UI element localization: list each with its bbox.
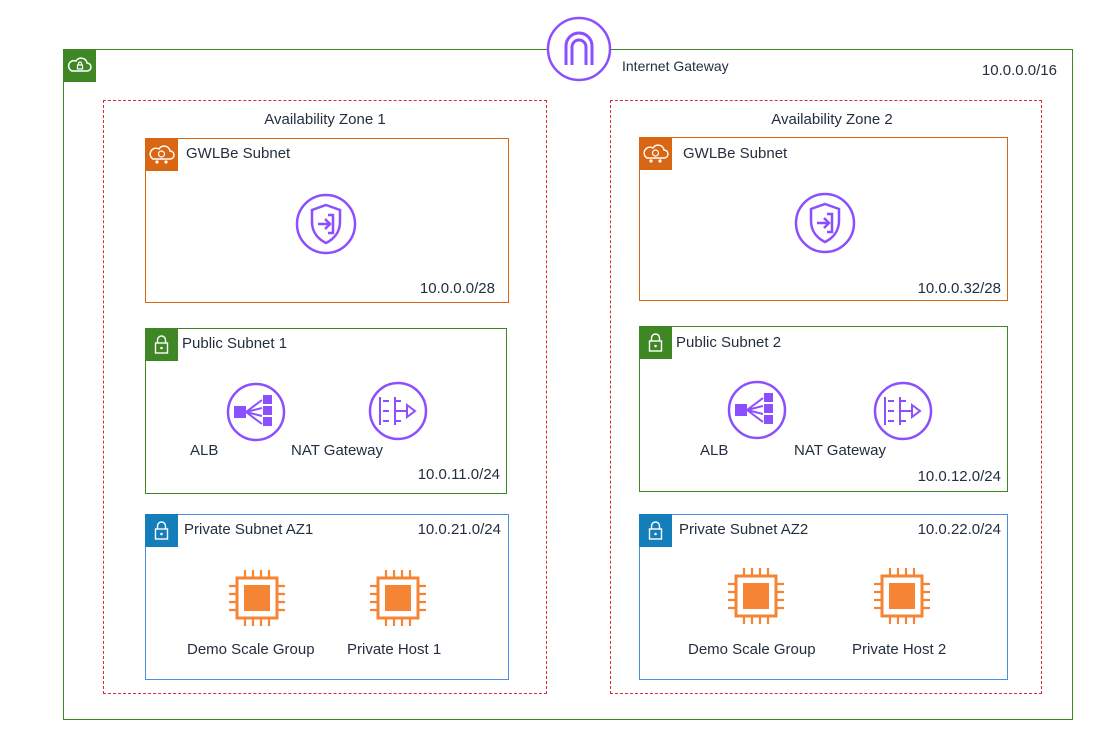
private-subnet-1 [145, 514, 509, 680]
subnet-cidr: 10.0.12.0/24 [917, 468, 1001, 485]
availability-zone-2 [610, 100, 1042, 694]
demo-scale-group-label: Demo Scale Group [187, 641, 315, 658]
application-load-balancer-icon [226, 382, 286, 442]
subnet-label: Public Subnet 1 [182, 335, 288, 352]
vpc-cidr: 10.0.0.0/16 [981, 62, 1057, 79]
subnet-cidr: 10.0.0.0/28 [419, 280, 495, 297]
subnet-cidr: 10.0.22.0/24 [917, 521, 1001, 538]
ec2-instance-icon [229, 570, 285, 626]
lock-icon [145, 328, 178, 361]
lock-icon [145, 514, 178, 547]
az-title: Availability Zone 2 [771, 111, 893, 128]
subnet-cidr: 10.0.21.0/24 [417, 521, 501, 538]
cloud-network-icon [145, 138, 178, 171]
subnet-label: GWLBe Subnet [683, 145, 788, 162]
lock-icon [639, 326, 672, 359]
subnet-cidr: 10.0.0.32/28 [917, 280, 1001, 297]
internet-gateway-label: Internet Gateway [622, 58, 729, 74]
ec2-instance-icon [874, 568, 930, 624]
ec2-instance-icon [370, 570, 426, 626]
demo-scale-group-label: Demo Scale Group [688, 641, 816, 658]
availability-zone-1 [103, 100, 547, 694]
public-subnet-1 [145, 328, 507, 494]
internet-gateway-icon [546, 16, 612, 82]
nat-gateway-label: NAT Gateway [291, 442, 383, 459]
alb-label: ALB [190, 442, 219, 459]
cloud-network-icon [639, 137, 672, 170]
subnet-label: Private Subnet AZ1 [184, 521, 314, 538]
gateway-load-balancer-endpoint-icon [295, 193, 357, 255]
public-subnet-2 [639, 326, 1008, 492]
az-title: Availability Zone 1 [264, 111, 386, 128]
nat-gateway-icon [368, 381, 428, 441]
gateway-load-balancer-endpoint-icon [794, 192, 856, 254]
subnet-label: Public Subnet 2 [676, 334, 782, 351]
application-load-balancer-icon [727, 380, 787, 440]
private-host-label: Private Host 2 [852, 641, 947, 658]
subnet-label: Private Subnet AZ2 [679, 521, 809, 538]
private-subnet-2 [639, 514, 1008, 680]
private-host-label: Private Host 1 [347, 641, 442, 658]
ec2-instance-icon [728, 568, 784, 624]
subnet-cidr: 10.0.11.0/24 [417, 466, 500, 483]
alb-label: ALB [700, 442, 729, 459]
nat-gateway-icon [873, 381, 933, 441]
vpc-cloud-icon [63, 49, 96, 82]
subnet-label: GWLBe Subnet [186, 145, 291, 162]
lock-icon [639, 514, 672, 547]
nat-gateway-label: NAT Gateway [794, 442, 886, 459]
